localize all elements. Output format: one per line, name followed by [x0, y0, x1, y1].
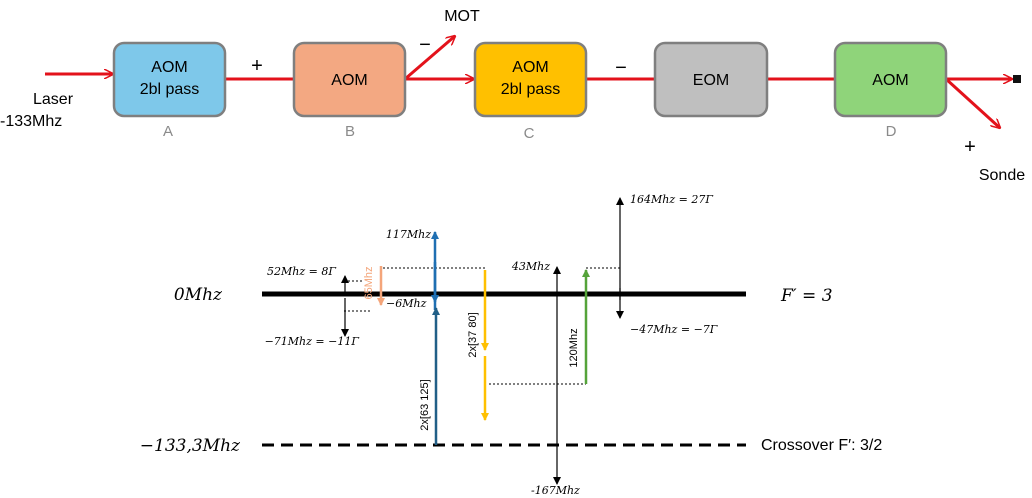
aom-d-label: AOM: [872, 72, 908, 89]
sign-a-b: +: [251, 55, 263, 77]
crossover-label: Crossover F′: 3/2: [761, 437, 882, 454]
laser-label: Laser: [33, 91, 74, 108]
beam-end-stop: [1013, 75, 1021, 83]
aom-d-tag: D: [886, 123, 897, 140]
eom-box: EOM: [653, 41, 769, 118]
mot-label: MOT: [444, 8, 480, 25]
label-m167: -167Mhz: [531, 484, 580, 497]
label-117: 117Mhz: [386, 228, 431, 241]
sonde-label: Sonde: [979, 167, 1025, 184]
aom-c-tag: C: [524, 125, 535, 142]
label-65: 65Mhz: [363, 266, 375, 299]
aom-c-box: AOM 2bl pass: [473, 41, 588, 118]
aom-b-label: AOM: [331, 72, 367, 89]
aom-a-mode: 2bl pass: [140, 81, 200, 98]
label-43: 43Mhz: [511, 260, 550, 273]
label-m47: −47Mhz = −7Γ: [630, 323, 718, 336]
beam-path: [45, 36, 1012, 128]
sign-c-eom: −: [615, 57, 627, 79]
f3-label: F′ = 3: [780, 286, 833, 306]
mot-sign: −: [419, 34, 431, 56]
aom-c-label: AOM: [512, 59, 548, 76]
label-120: 120Mhz: [568, 328, 580, 367]
label-164: 164Mhz = 27Γ: [630, 193, 713, 206]
crossover-frequency-label: −133,3Mhz: [140, 436, 241, 456]
black-double-arrows: [341, 197, 624, 485]
aom-b-box: AOM: [292, 41, 407, 118]
laser-frequency-label: -133Mhz: [0, 113, 62, 130]
eom-label: EOM: [693, 72, 729, 89]
aom-c-mode: 2bl pass: [501, 81, 561, 98]
aom-a-tag: A: [163, 123, 173, 140]
aom-a-label: AOM: [151, 59, 187, 76]
label-52: 52Mhz = 8Γ: [267, 265, 336, 278]
aom-a-box: AOM 2bl pass: [112, 41, 227, 118]
aom-d-box: AOM: [833, 41, 948, 118]
beam-sonde: [944, 77, 1000, 128]
aom-b-tag: B: [345, 123, 355, 140]
beam-mot: [404, 36, 455, 81]
label-37-80: 2x[37 80]: [467, 312, 479, 357]
label-63-125: 2x[63 125]: [419, 379, 431, 430]
label-m6: −6Mhz: [386, 297, 427, 310]
sonde-sign: +: [964, 136, 976, 158]
label-m71: −71Mhz = −11Γ: [265, 335, 360, 348]
zero-frequency-label: 0Mhz: [174, 285, 223, 305]
